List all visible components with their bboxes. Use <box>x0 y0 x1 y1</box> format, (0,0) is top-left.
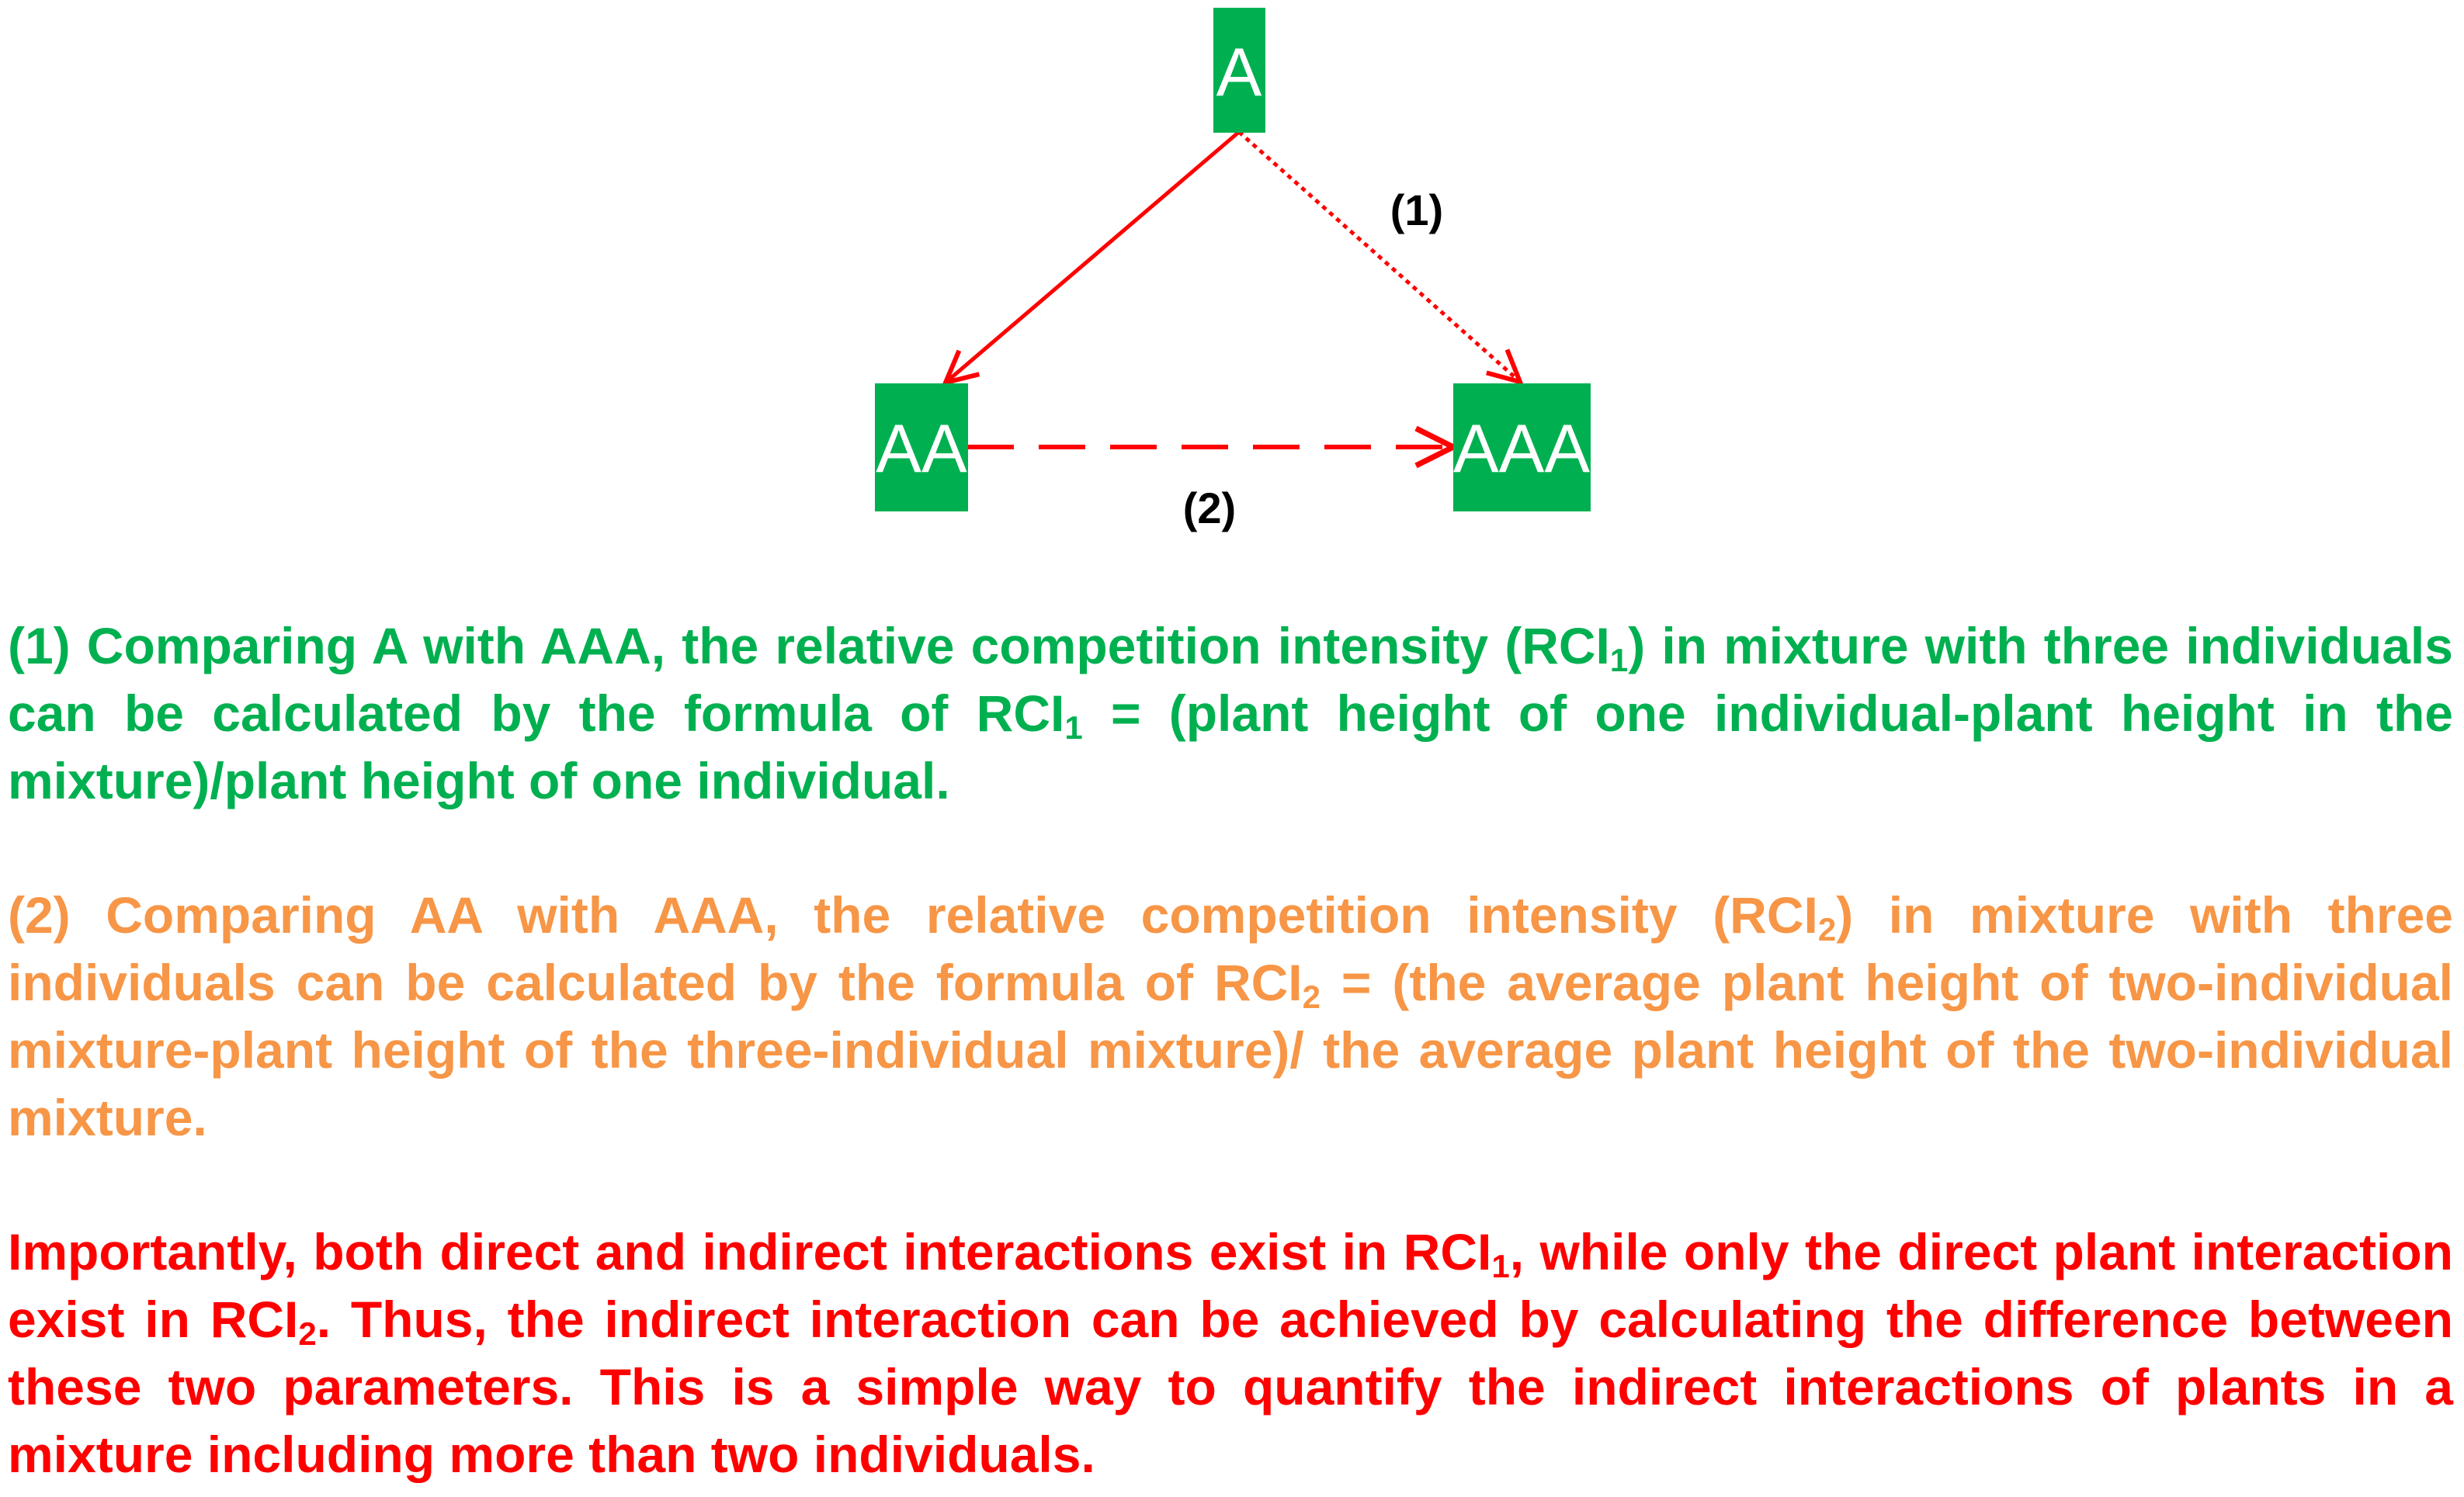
paragraph-rci2: (2) Comparing AA with AAA, the relative … <box>8 886 2454 1146</box>
node-aa-label: AA <box>876 411 967 487</box>
node-aaa-label: AAA <box>1453 411 1590 487</box>
node-aa: AA <box>875 383 968 511</box>
edge-label-2: (2) <box>1183 483 1236 532</box>
arrow-a-to-aa <box>946 130 1241 383</box>
edge-label-1: (1) <box>1390 185 1443 234</box>
node-a-label: A <box>1216 34 1262 111</box>
paragraph-rci1: (1) Comparing A with AAA, the relative c… <box>8 617 2453 809</box>
node-aaa: AAA <box>1453 383 1591 511</box>
interaction-diagram: A AA AAA (1) (2) <box>875 8 1591 532</box>
arrow-a-to-aaa-dotted <box>1237 130 1520 382</box>
node-a: A <box>1213 8 1265 133</box>
paragraph-conclusion: Importantly, both direct and indirect in… <box>8 1223 2454 1483</box>
